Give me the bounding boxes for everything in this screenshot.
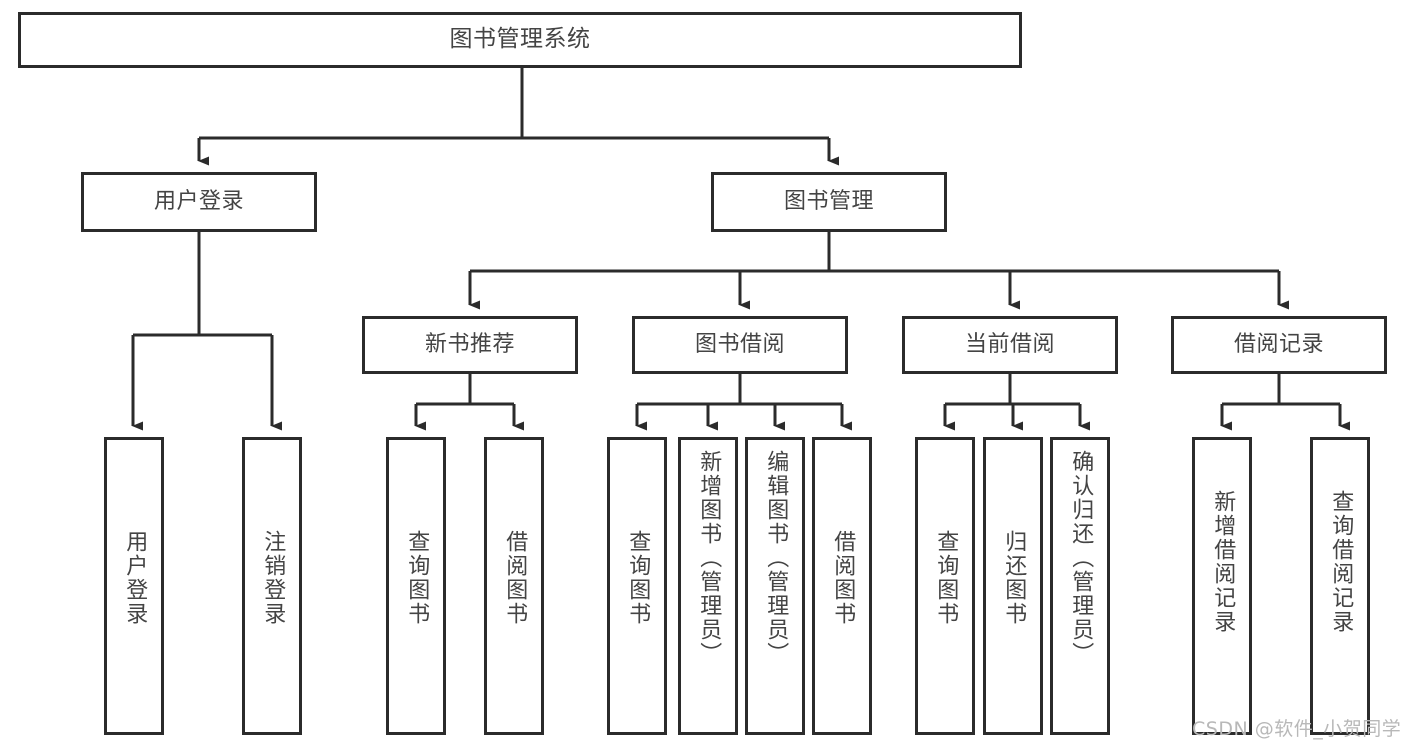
node-leaf-10-label: 归还图书: [1001, 530, 1027, 626]
node-level2-1[interactable]: 用户登录: [81, 172, 317, 232]
node-level3-3-label: 当前借阅: [964, 331, 1055, 357]
node-leaf-6-label: 新增图书（管理员）: [696, 450, 722, 666]
node-leaf-3[interactable]: 查询图书: [386, 437, 446, 735]
node-level2-1-label: 用户登录: [153, 188, 244, 214]
node-root-system-label: 图书管理系统: [449, 26, 591, 53]
node-leaf-7-label: 编辑图书（管理员）: [763, 450, 789, 666]
node-level2-2[interactable]: 图书管理: [711, 172, 947, 232]
node-leaf-2[interactable]: 注销登录: [242, 437, 302, 735]
csdn-watermark: CSDN @软件_小贺同学: [1192, 718, 1402, 740]
node-root-system[interactable]: 图书管理系统: [18, 12, 1022, 68]
node-leaf-5-label: 查询图书: [625, 530, 651, 626]
node-leaf-10[interactable]: 归还图书: [983, 437, 1043, 735]
node-leaf-2-label: 注销登录: [260, 530, 286, 626]
node-level3-2[interactable]: 图书借阅: [632, 316, 848, 374]
node-leaf-9-label: 查询图书: [933, 530, 959, 626]
node-leaf-13-label: 查询借阅记录: [1328, 490, 1354, 634]
node-leaf-11-label: 确认归还（管理员）: [1068, 450, 1094, 666]
node-level3-4-label: 借阅记录: [1233, 331, 1324, 357]
node-leaf-1-label: 用户登录: [122, 530, 148, 626]
node-leaf-11[interactable]: 确认归还（管理员）: [1050, 437, 1110, 735]
node-leaf-3-label: 查询图书: [404, 530, 430, 626]
node-leaf-8[interactable]: 借阅图书: [812, 437, 872, 735]
node-leaf-1[interactable]: 用户登录: [104, 437, 164, 735]
node-leaf-8-label: 借阅图书: [830, 530, 856, 626]
node-level3-3[interactable]: 当前借阅: [902, 316, 1118, 374]
node-level3-1-label: 新书推荐: [424, 331, 515, 357]
node-level3-1[interactable]: 新书推荐: [362, 316, 578, 374]
node-leaf-5[interactable]: 查询图书: [607, 437, 667, 735]
node-leaf-13[interactable]: 查询借阅记录: [1310, 437, 1370, 735]
node-leaf-4-label: 借阅图书: [502, 530, 528, 626]
node-leaf-6[interactable]: 新增图书（管理员）: [678, 437, 738, 735]
node-level2-2-label: 图书管理: [783, 188, 874, 214]
node-leaf-12[interactable]: 新增借阅记录: [1192, 437, 1252, 735]
node-level3-2-label: 图书借阅: [694, 331, 785, 357]
node-leaf-9[interactable]: 查询图书: [915, 437, 975, 735]
node-leaf-7[interactable]: 编辑图书（管理员）: [745, 437, 805, 735]
node-leaf-4[interactable]: 借阅图书: [484, 437, 544, 735]
node-level3-4[interactable]: 借阅记录: [1171, 316, 1387, 374]
node-leaf-12-label: 新增借阅记录: [1210, 490, 1236, 634]
